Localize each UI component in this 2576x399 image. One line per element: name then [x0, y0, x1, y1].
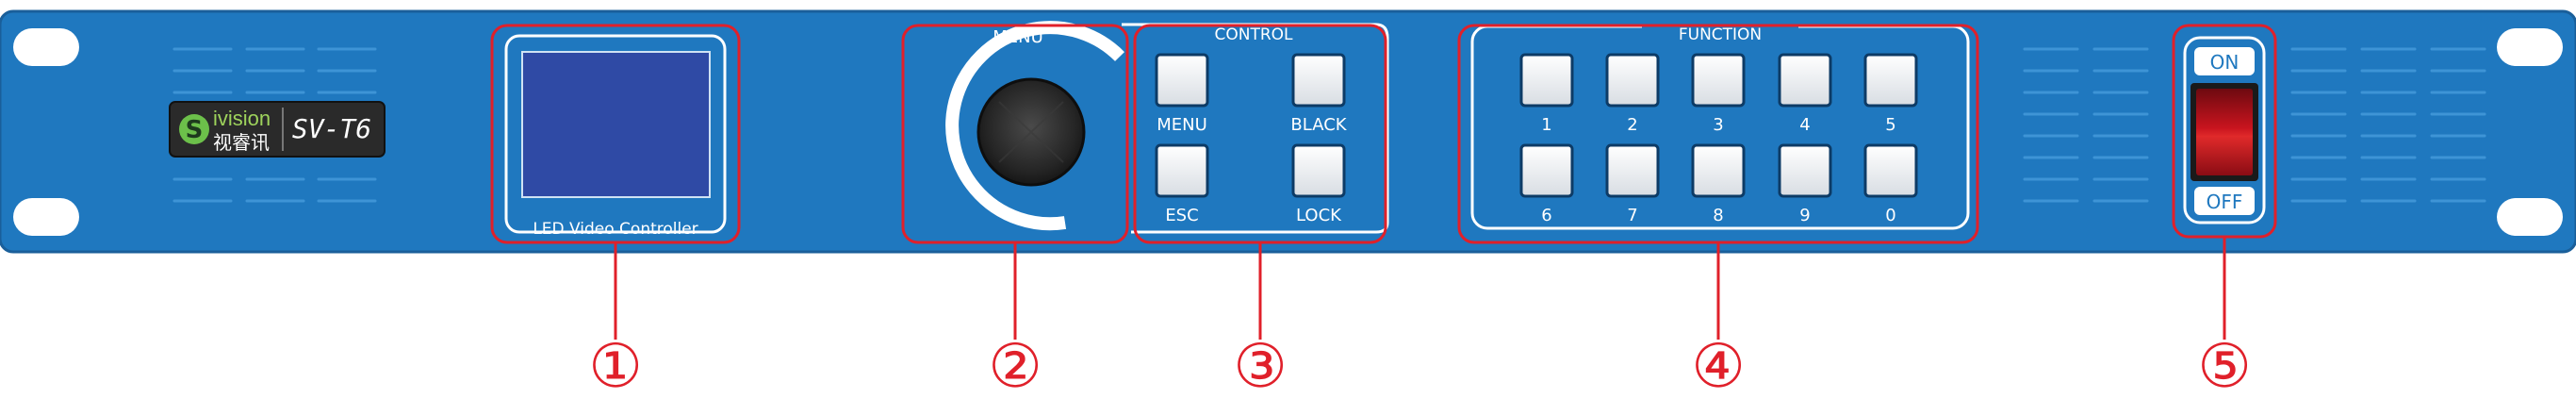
control-button-esc[interactable] — [1155, 143, 1209, 198]
function-button-3[interactable] — [1691, 53, 1746, 108]
function-button-5[interactable] — [1863, 53, 1918, 108]
callouts: ① ② ③ ④ ⑤ — [588, 237, 2252, 399]
power-off-label: OFF — [2207, 191, 2243, 213]
function-button-label: 3 — [1713, 115, 1723, 135]
function-button-9[interactable] — [1778, 143, 1832, 198]
function-button-2[interactable] — [1605, 53, 1660, 108]
function-button-6[interactable] — [1519, 143, 1574, 198]
control-frame — [1122, 23, 1389, 234]
brand-swirl-icon — [179, 114, 209, 144]
chassis — [0, 9, 2576, 254]
brand-logo-text: ivision — [213, 107, 271, 130]
function-button-label: 0 — [1885, 206, 1895, 225]
function-button-label: 4 — [1799, 115, 1810, 135]
control-button-label: LOCK — [1296, 206, 1342, 225]
lcd-screen — [521, 51, 711, 198]
callout-number-1: ① — [588, 332, 642, 399]
callout-number-4: ④ — [1691, 332, 1745, 399]
power-on-plate — [2194, 47, 2255, 75]
brand-logo: S ivision 视睿讯 SV-T6 — [169, 101, 386, 158]
power-frame — [2183, 36, 2266, 224]
function-button-label: 8 — [1713, 206, 1723, 225]
function-button-label: 9 — [1799, 206, 1810, 225]
mount-hole-bottom-left — [13, 198, 79, 236]
function-button-7[interactable] — [1605, 143, 1660, 198]
lcd-section: LED Video Controller — [490, 24, 741, 244]
function-button-8[interactable] — [1691, 143, 1746, 198]
brand-logo-cn: 视睿讯 — [213, 131, 270, 154]
function-button-label: 2 — [1627, 115, 1637, 135]
function-button-label: 7 — [1627, 206, 1637, 225]
control-button-menu[interactable] — [1155, 53, 1209, 108]
svg-text:S: S — [186, 116, 204, 144]
control-button-lock[interactable] — [1291, 143, 1346, 198]
function-buttons: 1 2 3 4 5 6 7 8 9 0 — [1519, 53, 1918, 225]
callout-number-2: ② — [988, 332, 1042, 399]
control-button-label: ESC — [1165, 206, 1198, 225]
function-button-label: 6 — [1541, 206, 1551, 225]
callout-number-5: ⑤ — [2197, 332, 2251, 399]
callout-number-3: ③ — [1233, 332, 1287, 399]
control-title: CONTROL — [1214, 25, 1293, 44]
power-section: ON OFF — [2172, 24, 2277, 239]
function-button-label: 5 — [1885, 115, 1895, 135]
mount-hole-top-right — [2497, 28, 2563, 66]
knob-arc — [945, 21, 1124, 231]
control-section: CONTROL MENU BLACK ESC LOCK — [1122, 23, 1389, 244]
function-section: FUNCTION 1 2 3 4 5 6 7 8 9 0 — [1457, 21, 1979, 244]
knob-section: MENU — [901, 21, 1129, 244]
function-button-0[interactable] — [1863, 143, 1918, 198]
power-on-label: ON — [2210, 51, 2240, 74]
model-name: SV-T6 — [292, 113, 371, 144]
lcd-caption: LED Video Controller — [533, 220, 697, 239]
function-button-4[interactable] — [1778, 53, 1832, 108]
control-button-black[interactable] — [1291, 53, 1346, 108]
function-title: FUNCTION — [1679, 25, 1762, 44]
mount-hole-top-left — [13, 28, 79, 66]
power-off-plate — [2194, 187, 2255, 215]
vent-slots — [172, 47, 2486, 203]
power-rocker-switch[interactable] — [2196, 89, 2253, 175]
lcd-bezel — [504, 34, 727, 234]
control-button-label: BLACK — [1290, 115, 1347, 135]
mount-hole-bottom-right — [2497, 198, 2563, 236]
control-buttons: MENU BLACK ESC LOCK — [1155, 53, 1348, 225]
function-button-label: 1 — [1541, 115, 1551, 135]
function-button-1[interactable] — [1519, 53, 1574, 108]
control-button-label: MENU — [1157, 115, 1207, 135]
